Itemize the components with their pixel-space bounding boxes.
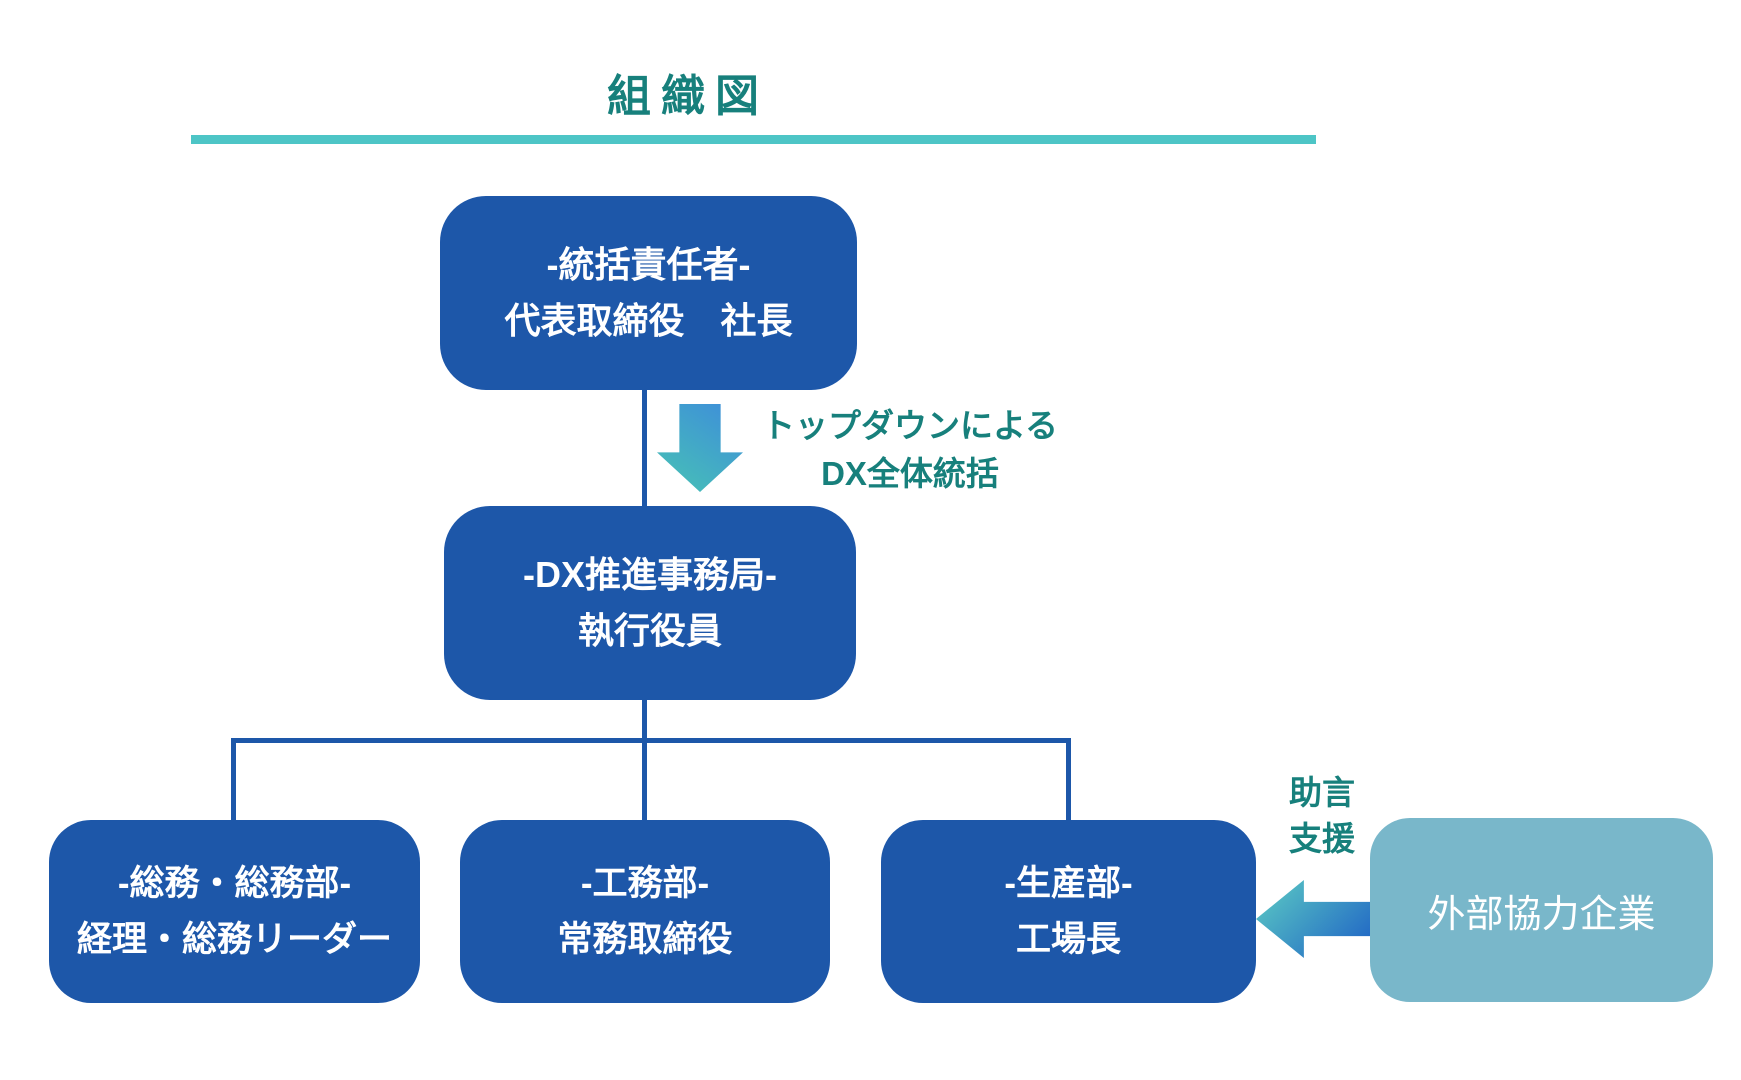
node-production-title: 工場長 <box>1015 919 1121 959</box>
node-dx-office: -DX推進事務局- 執行役員 <box>444 506 856 700</box>
node-engineering-title: 常務取締役 <box>557 919 733 959</box>
node-general-affairs-role: -総務・総務部- <box>117 863 352 903</box>
node-engineering-role: -工務部- <box>580 863 710 903</box>
node-production: -生産部- 工場長 <box>881 820 1256 1003</box>
arrow-left-icon <box>1256 880 1370 958</box>
connector-branch-horizontal <box>231 738 1071 743</box>
advice-annotation-line1: 助言 <box>1289 774 1355 811</box>
node-dx-office-title: 執行役員 <box>577 610 722 651</box>
node-external-partner-label: 外部協力企業 <box>1427 893 1656 936</box>
page-title: 組織図 <box>607 72 769 121</box>
topdown-annotation-line2: DX全体統括 <box>821 454 999 492</box>
node-general-affairs-title: 経理・総務リーダー <box>76 919 392 959</box>
arrow-down-icon <box>657 404 743 492</box>
title-underline <box>191 135 1316 144</box>
topdown-annotation-line1: トップダウンによる <box>761 407 1058 444</box>
advice-annotation-line2: 支援 <box>1289 820 1355 858</box>
node-dx-office-role: -DX推進事務局- <box>523 554 777 596</box>
node-engineering: -工務部- 常務取締役 <box>460 820 830 1003</box>
connector-mid-to-branch <box>642 700 647 820</box>
node-supervisor: -統括責任者- 代表取締役 社長 <box>440 196 857 390</box>
connector-drop-left <box>231 738 236 820</box>
node-external-partner: 外部協力企業 <box>1370 818 1713 1002</box>
node-supervisor-title: 代表取締役 社長 <box>504 300 793 341</box>
topdown-annotation: トップダウンによる DX全体統括 <box>745 402 1075 498</box>
node-production-role: -生産部- <box>1004 863 1133 903</box>
connector-top-to-mid <box>642 390 647 506</box>
node-supervisor-role: -統括責任者- <box>546 244 751 286</box>
node-general-affairs: -総務・総務部- 経理・総務リーダー <box>49 820 420 1003</box>
connector-drop-right <box>1066 738 1071 820</box>
advice-annotation: 助言 支援 <box>1272 770 1372 862</box>
